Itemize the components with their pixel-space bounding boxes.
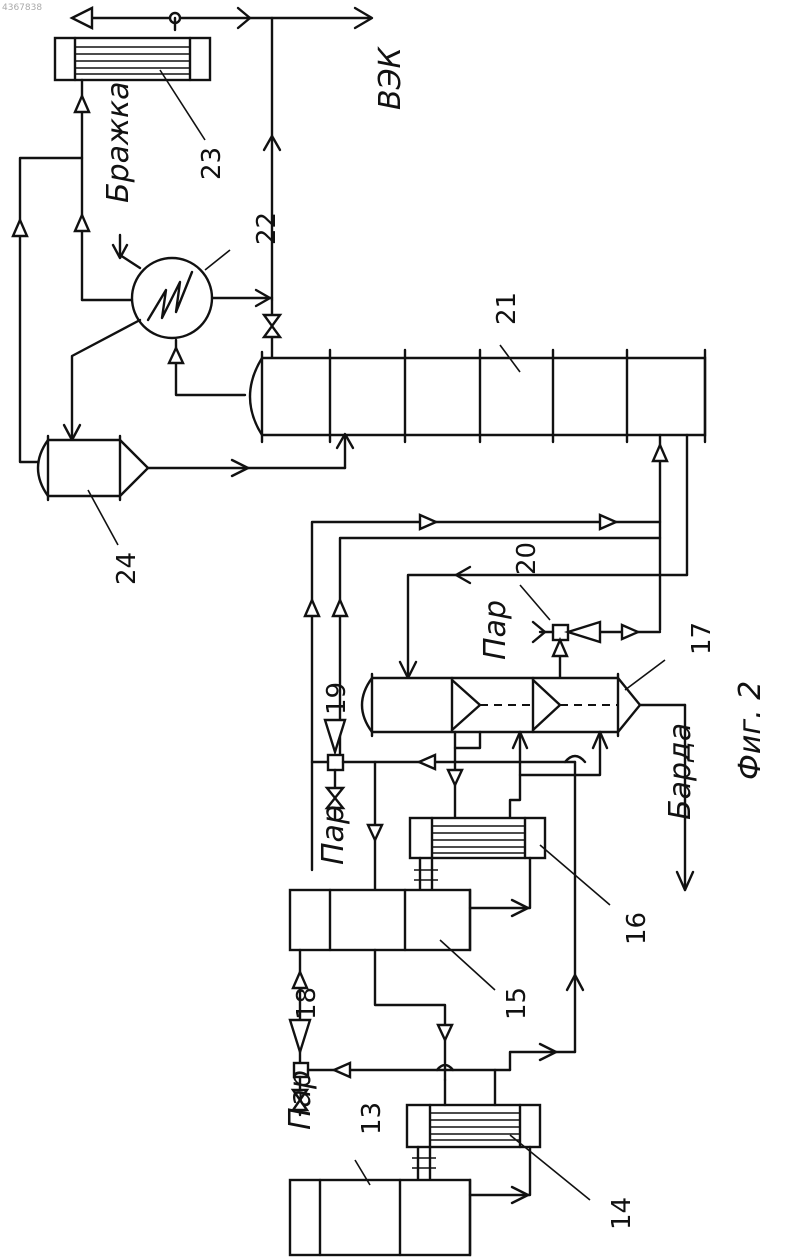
label-22: 22 [252, 212, 282, 245]
line-21-to-22 [169, 340, 245, 395]
label-par-18: Пар [283, 1070, 318, 1130]
label-21: 21 [492, 292, 522, 325]
brazhka-line [113, 235, 140, 268]
label-14: 14 [607, 1197, 637, 1230]
corner-mark: 4367838 [2, 3, 42, 13]
figure-caption: Фиг. 2 [733, 681, 768, 780]
label-barda: Барда [663, 723, 698, 820]
vessel-24 [38, 434, 353, 545]
heat-exchanger-22 [64, 250, 272, 440]
label-18: 18 [292, 987, 322, 1020]
label-par-top: Пар [478, 600, 513, 660]
label-15: 15 [502, 987, 532, 1020]
label-17: 17 [687, 622, 717, 655]
column-15 [290, 858, 530, 1080]
column-21 [250, 345, 705, 442]
label-23: 23 [197, 147, 227, 180]
label-brazhka: Бражка [101, 81, 136, 203]
label-par-19: Пар [316, 805, 351, 865]
ejector-18 [290, 950, 575, 1115]
label-24: 24 [112, 552, 142, 585]
label-19: 19 [322, 682, 352, 715]
label-20: 20 [512, 542, 542, 575]
label-vzk: ВЭК [373, 45, 408, 110]
column-13 [290, 1147, 530, 1255]
valve-21-top [264, 300, 280, 358]
label-16: 16 [622, 912, 652, 945]
line-to-21-bottom [400, 435, 687, 678]
ejector-20 [520, 585, 660, 680]
label-13: 13 [357, 1102, 387, 1135]
